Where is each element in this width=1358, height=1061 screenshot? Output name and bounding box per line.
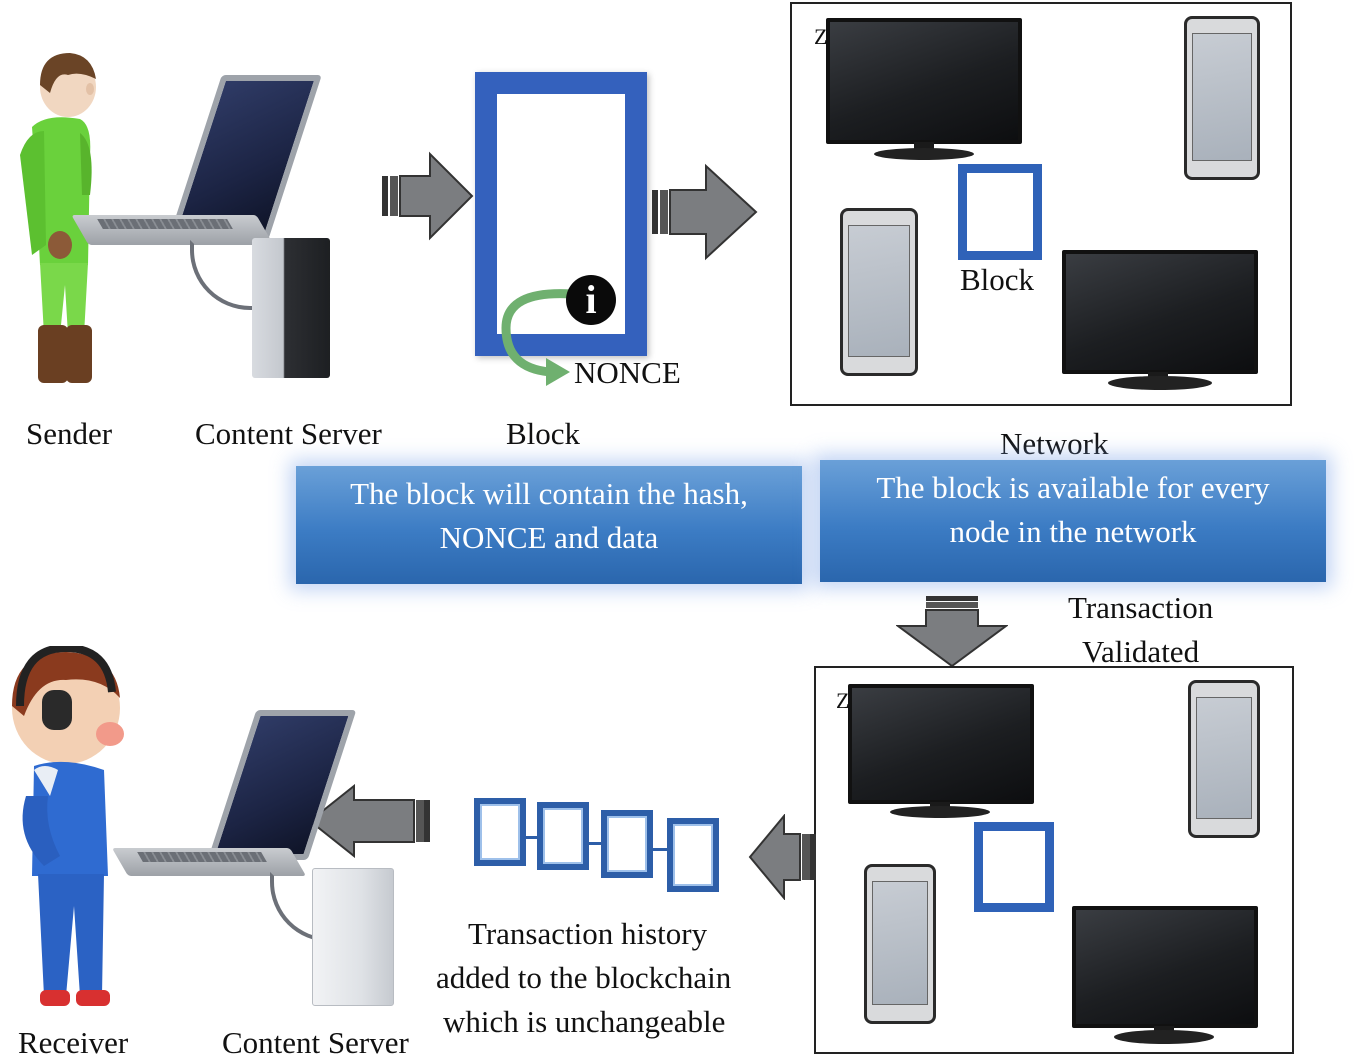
chain-block-icon <box>474 798 526 866</box>
arrow-down-icon <box>896 596 1008 668</box>
content-server-top-label: Content Server <box>195 416 382 451</box>
nonce-arrow-icon <box>501 289 573 386</box>
arrow-left-icon <box>748 814 816 900</box>
banner-left-line2: NONCE and data <box>439 520 659 555</box>
banner-left-line1: The block will contain the hash, <box>350 476 748 511</box>
sender-server-icon <box>252 238 330 378</box>
network-box-bottom: Z <box>814 666 1294 1054</box>
monitor-icon <box>826 18 1022 144</box>
block-container <box>475 72 647 356</box>
monitor-icon <box>848 684 1034 804</box>
monitor-icon <box>1062 250 1258 374</box>
sender-cable <box>190 240 260 310</box>
arrow-left-icon <box>308 784 430 858</box>
network-box-corner-mark: Z <box>814 24 828 49</box>
network-block-icon <box>958 164 1042 260</box>
arrow-right-icon <box>382 151 474 241</box>
banner-right-line1: The block is available for every <box>876 470 1270 505</box>
network-box-corner-mark: Z <box>836 688 850 713</box>
arrow-right-icon <box>652 163 758 261</box>
banner-block-available: The block is available for every node in… <box>820 460 1326 582</box>
receiver-server-icon <box>312 868 394 1006</box>
receiver-figure <box>12 646 124 1006</box>
history-line3: which is unchangeable <box>443 1004 726 1039</box>
receiver-label: Receiver <box>18 1025 129 1060</box>
phone-icon <box>840 208 918 376</box>
content-server-bottom-label: Content Server <box>222 1025 409 1060</box>
transaction-validated-line2: Validated <box>1082 634 1200 669</box>
receiver-laptop-keyboard <box>137 852 267 862</box>
network-block-label: Block <box>960 262 1035 297</box>
chain-block-icon <box>601 810 653 878</box>
chain-block-icon <box>537 802 589 870</box>
sender-label: Sender <box>26 416 113 451</box>
banner-block-contents: The block will contain the hash, NONCE a… <box>296 466 802 584</box>
block-label: Block <box>506 416 581 451</box>
phone-icon <box>864 864 936 1024</box>
transaction-validated-line1: Transaction <box>1068 590 1214 625</box>
banner-right-line2: node in the network <box>949 514 1197 549</box>
chain-block-icon <box>667 818 719 892</box>
nonce-label: NONCE <box>574 355 681 390</box>
phone-icon <box>1184 16 1260 180</box>
network-label: Network <box>1000 426 1109 461</box>
network-block-icon <box>974 822 1054 912</box>
sender-figure <box>20 53 96 383</box>
monitor-icon <box>1072 906 1258 1028</box>
network-box-top: Z Block <box>790 2 1292 406</box>
history-line1: Transaction history <box>468 916 708 951</box>
history-line2: added to the blockchain <box>436 960 732 995</box>
info-icon: i <box>566 275 616 325</box>
phone-icon <box>1188 680 1260 838</box>
sender-laptop-keyboard <box>97 219 233 229</box>
